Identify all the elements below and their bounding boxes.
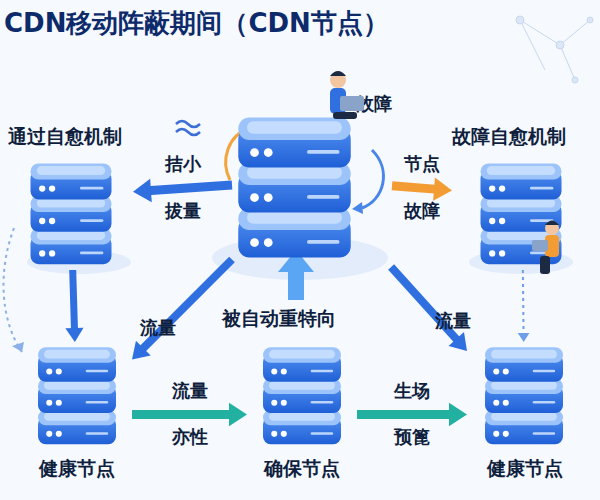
flow-arrow [132, 260, 232, 360]
arrow-head [229, 403, 247, 426]
arrow-head [65, 328, 83, 342]
flow-arrow [65, 270, 83, 342]
arrow-shaft [147, 185, 232, 191]
arrow-shaft [73, 270, 75, 331]
node-label: 确保节点 [247, 456, 357, 482]
node-label: 健康节点 [22, 456, 132, 482]
cycle-arrow [362, 150, 383, 208]
flow-arrow [133, 179, 232, 202]
edge-label: 流量 [428, 298, 478, 345]
server-stack [32, 342, 122, 446]
arrow-shaft [522, 270, 525, 335]
person-figure [532, 221, 559, 275]
node-label: 故障 [356, 92, 392, 116]
node-label: 健康节点 [467, 456, 582, 482]
arrow-shaft [132, 410, 233, 419]
person-figure [330, 71, 364, 119]
arrow-shaft [357, 410, 453, 419]
server-node: 故障自愈机制 [452, 122, 592, 270]
edge-label: 拮小 拔量 [161, 142, 205, 236]
edge-label: 生场 预篦 [390, 368, 434, 462]
cycle-arrow-head [352, 202, 363, 214]
server-node: 确保节点 [247, 342, 357, 487]
flow-arrow [518, 270, 530, 342]
diagram-title: CDN移动阵蔽期间（CDN节点） [4, 6, 389, 41]
flow-arrow [132, 403, 247, 426]
arrow-shaft [392, 186, 438, 190]
flow-arrow [357, 403, 467, 426]
arrow-head [133, 179, 152, 202]
edge-label: 流量 [133, 304, 183, 351]
server-stack [232, 110, 357, 260]
arrow-head [433, 177, 452, 200]
server-stack [257, 342, 347, 446]
flow-arrow [391, 267, 467, 351]
server-stack [26, 158, 116, 266]
edge-label: 节点 故障 [400, 141, 444, 235]
edge-label: 流量 亦性 [168, 368, 212, 462]
server-node: 健康节点 [467, 342, 582, 487]
node-label: 通过自愈机制 [8, 124, 122, 150]
server-stack [476, 158, 566, 266]
node-label: 故障自愈机制 [452, 124, 566, 150]
arrow-head [518, 333, 530, 342]
server-stack [479, 342, 569, 446]
redirect-label: 被自动重特向 [222, 306, 336, 332]
arrow-head [449, 403, 467, 426]
arrow-head [449, 332, 467, 351]
dotted-curve-head [12, 342, 24, 352]
server-node: 健康节点 [22, 342, 132, 487]
dotted-curve [4, 228, 22, 352]
server-node: 故障 [232, 92, 392, 267]
arrow-head [132, 341, 151, 360]
wave-symbol [176, 121, 200, 135]
network-decor [516, 16, 593, 83]
flow-arrow [392, 177, 452, 200]
server-node: 通过自愈机制 [8, 122, 133, 270]
